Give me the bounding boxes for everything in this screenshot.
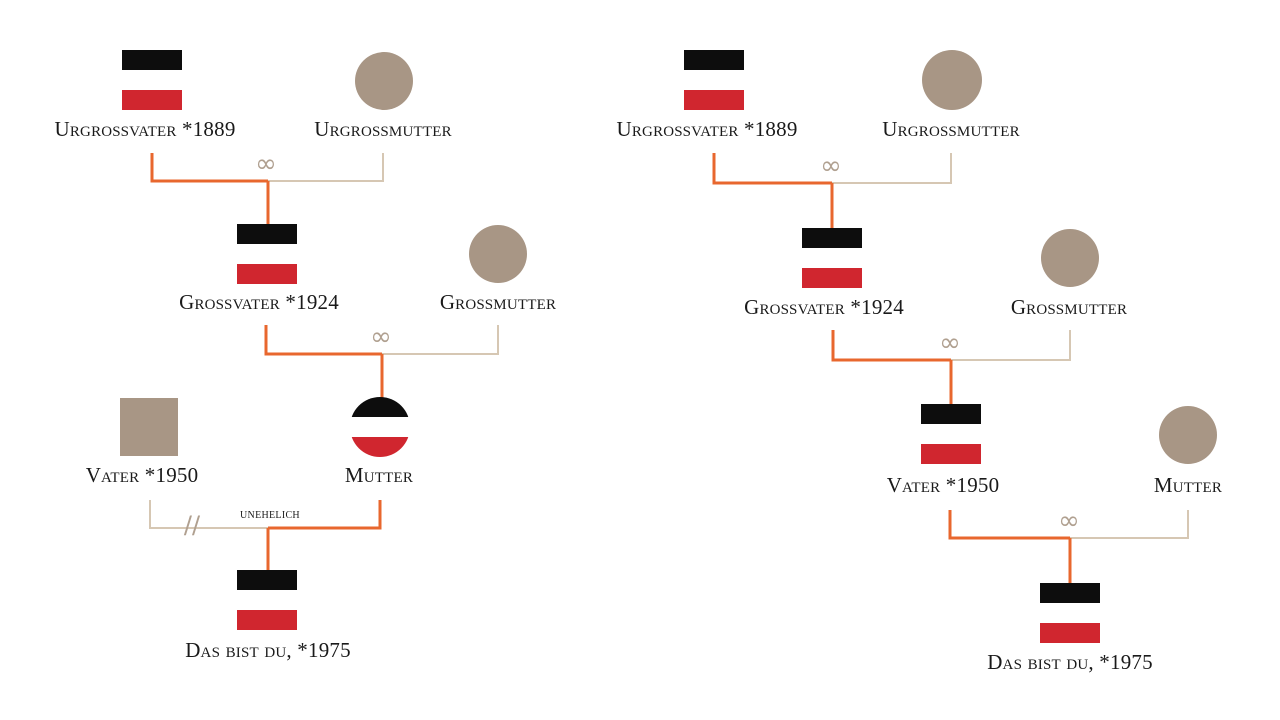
left-relation-note: unehelich [240, 507, 300, 522]
left-grandfather-label: Großvater *1924 [179, 290, 339, 314]
left-child-label: Das bist du, *1975 [185, 638, 351, 662]
right-couple2-line-gf [831, 330, 951, 362]
left-great-grandmother-label: Urgroßmutter [314, 117, 452, 141]
left-marriage-symbol-2: ∞ [370, 322, 392, 352]
right-grandmother-label: Großmutter [1010, 295, 1128, 319]
right-couple2-line-gm [951, 330, 1071, 361]
right-marriage-symbol-3: ∞ [1058, 506, 1080, 536]
right-marriage-symbol-1: ∞ [820, 151, 842, 181]
right-father-flag-icon [921, 404, 981, 464]
right-great-grandfather-flag-icon [684, 50, 744, 110]
left-great-grandmother-circle-icon [355, 52, 413, 110]
left-grandmother-circle-icon [469, 225, 527, 283]
right-couple1-line-gf [712, 153, 832, 185]
left-great-grandfather-flag-icon [122, 50, 182, 110]
right-grandfather-flag-icon [802, 228, 862, 288]
left-father-label: Vater *1950 [85, 463, 199, 487]
right-child-label: Das bist du, *1975 [987, 650, 1153, 674]
right-great-grandmother-label: Urgroßmutter [882, 117, 1020, 141]
left-child-flag-icon [237, 570, 297, 630]
left-grandfather-flag-icon [237, 224, 297, 284]
right-grandfather-label: Großvater *1924 [744, 295, 904, 319]
left-mother-round-flag-icon [350, 397, 410, 457]
right-child-flag-icon [1040, 583, 1100, 643]
left-couple3-line-mother [268, 500, 382, 530]
left-mother-label: Mutter [344, 463, 414, 487]
left-father-square-icon [120, 398, 178, 456]
right-marriage-symbol-2: ∞ [939, 328, 961, 358]
right-couple1-line-gm [832, 153, 952, 184]
left-grandmother-label: Großmutter [439, 290, 557, 314]
left-couple3-line-father [149, 500, 268, 529]
left-marriage-symbol-1: ∞ [255, 149, 277, 179]
left-great-grandfather-label: Urgroßvater *1889 [54, 117, 236, 141]
left-illegitimate-symbol: // [183, 511, 201, 539]
right-grandmother-circle-icon [1041, 229, 1099, 287]
right-great-grandmother-circle-icon [922, 50, 982, 110]
left-couple2-line-gf [264, 325, 382, 356]
right-couple3-line-mother [1070, 510, 1189, 539]
right-mother-circle-icon [1159, 406, 1217, 464]
right-great-grandfather-label: Urgroßvater *1889 [616, 117, 798, 141]
right-mother-label: Mutter [1153, 473, 1223, 497]
left-couple2-line-gm [382, 325, 499, 355]
left-couple1-line-gm [268, 153, 384, 182]
left-couple1-line-gf [150, 153, 268, 183]
right-couple3-line-father [948, 510, 1070, 540]
right-father-label: Vater *1950 [886, 473, 1000, 497]
